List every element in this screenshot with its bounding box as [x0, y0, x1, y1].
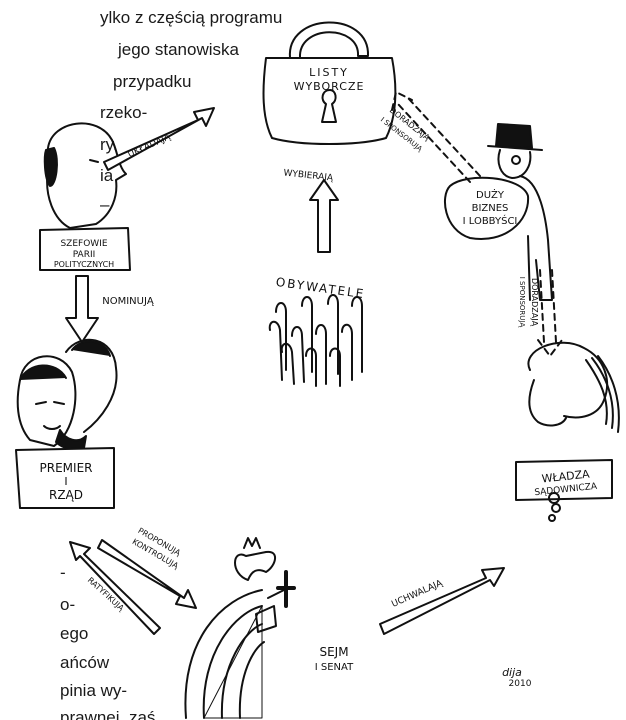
paragraph-bottom-line-6: prawnej, zaś	[60, 708, 156, 720]
paragraph-top-line-6: ia	[100, 166, 114, 185]
citizens-label: OBYWATELE	[275, 275, 366, 301]
sejm-label-1: SEJM	[319, 645, 348, 659]
businessman-figure	[443, 123, 553, 301]
arrow-proponuja	[97, 539, 197, 609]
sejm-label-2: I SENAT	[315, 662, 354, 673]
paragraph-top-line-1: ylko z częścią programu	[100, 8, 283, 27]
pm-label-3: RZĄD	[49, 488, 83, 502]
paragraph-bottom-line-1: -	[60, 563, 66, 582]
paragraph-bottom-line-4: ańców	[60, 653, 110, 672]
prime-minister-figure	[15, 338, 118, 509]
arrow-ratyfikuja	[69, 541, 161, 635]
arrow-uchwalaja	[379, 567, 505, 635]
pm-label-1: PREMIER	[40, 461, 93, 475]
padlock-icon	[262, 21, 397, 145]
arrow-wybieraja-label: WYBIERAJĄ	[283, 168, 334, 183]
arrow-nominuja	[65, 275, 99, 343]
party-label-3: POLITYCZNYCH	[54, 260, 114, 269]
parliament-figure	[184, 537, 296, 719]
business-label-1: DUŻY	[476, 188, 505, 201]
business-label-2: BIZNES	[472, 203, 509, 214]
paragraph-bottom-line-3: ego	[60, 624, 89, 643]
paragraph-bottom-line-5: pinia wy-	[60, 681, 128, 700]
judge-figure	[515, 341, 620, 522]
judiciary-label-1: WŁADZA	[541, 467, 591, 485]
lock-label-1: LISTY	[309, 66, 349, 79]
arrow-wybieraja	[309, 179, 339, 253]
party-label-1: SZEFOWIE	[60, 239, 107, 249]
arrow-nominuja-label: NOMINUJĄ	[102, 296, 155, 307]
arrow-doradzaja-right	[537, 269, 563, 357]
paragraph-bottom-line-2: o-	[60, 595, 76, 614]
arrow-doradzaja-top	[391, 91, 481, 183]
party-leader-figure	[39, 122, 131, 271]
pm-label-2: I	[64, 475, 67, 488]
party-label-2: PARII	[73, 250, 96, 260]
citizens-crowd-figure	[268, 294, 363, 387]
business-label-3: I LOBBYŚCI	[463, 214, 518, 227]
paragraph-top-line-4: rzeko-	[100, 103, 148, 122]
arrow-doradzaja-right-label-2: I SPONSORUJĄ	[518, 277, 526, 328]
paragraph-top-line-3: przypadku	[113, 72, 192, 91]
paragraph-top-line-2: jego stanowiska	[118, 40, 239, 59]
signature-name: dija	[502, 666, 522, 679]
arrow-ukladaja	[103, 107, 215, 171]
paragraph-top-line-7: –	[100, 195, 110, 214]
arrow-doradzaja-right-label-1: DORADZAJĄ	[530, 278, 539, 327]
signature-year: 2010	[509, 679, 532, 689]
lock-label-2: WYBORCZE	[294, 80, 365, 93]
paragraph-top-line-5: ry.	[100, 135, 118, 154]
arrow-ukladaja-label: UKŁADAJĄ	[126, 132, 172, 160]
